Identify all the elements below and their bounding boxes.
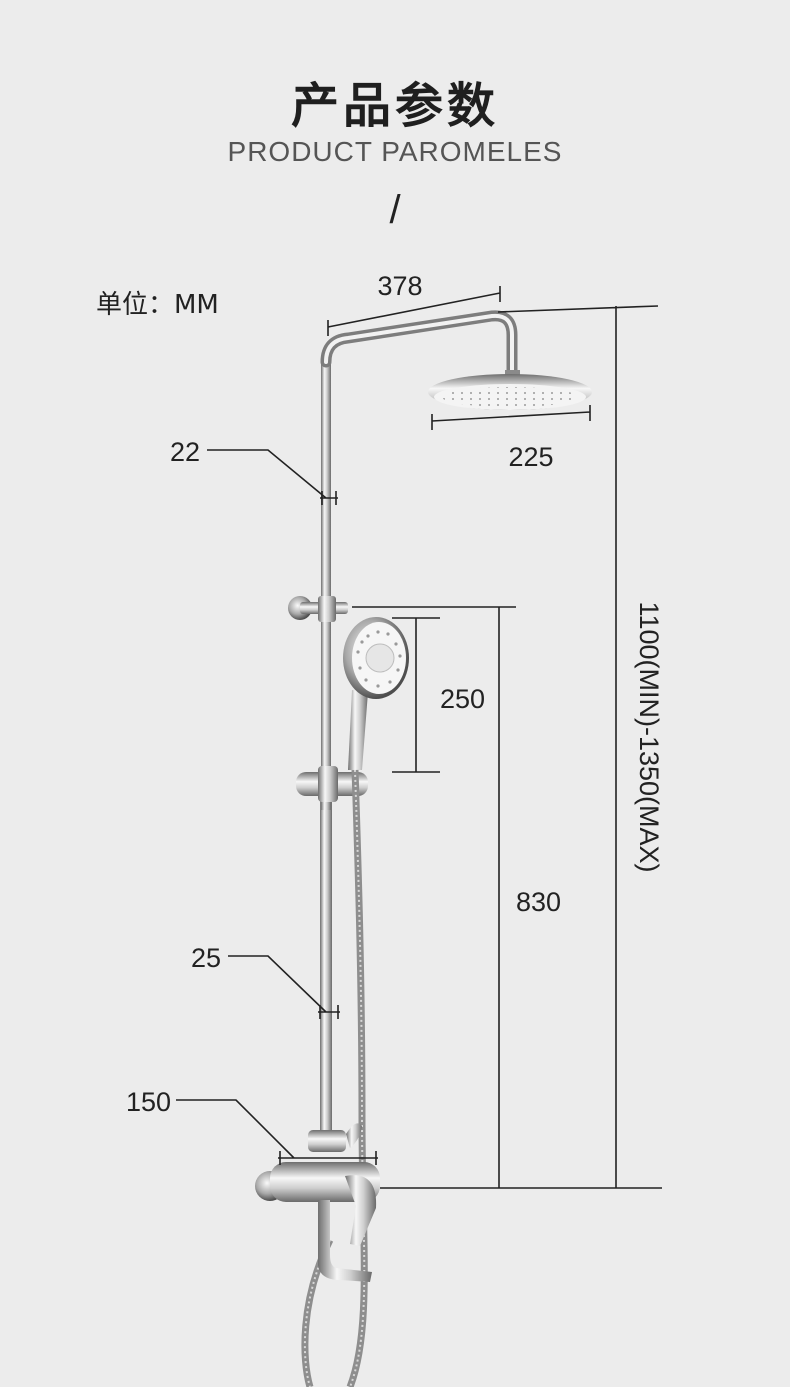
dim-label-overall-height: 1100(MIN)-1350(MAX) <box>634 601 664 872</box>
shower-riser-pipe <box>320 310 518 1140</box>
dim-label-slide-height: 830 <box>516 887 561 917</box>
hand-shower <box>343 617 409 770</box>
unit-label: 单位：MM <box>96 290 219 320</box>
mixer-valve <box>255 1123 380 1282</box>
title-divider: / <box>389 188 401 232</box>
shower-hose <box>301 769 368 1387</box>
page-title: 产品参数 <box>290 78 499 134</box>
wall-bracket-upper <box>288 596 348 622</box>
dim-label-head: 225 <box>508 442 553 472</box>
dim-label-lower-pipe: 25 <box>191 943 221 973</box>
dim-label-arm: 378 <box>377 271 422 301</box>
rain-shower-head <box>428 370 592 410</box>
dim-label-upper-pipe: 22 <box>170 437 200 467</box>
dim-label-handheld: 250 <box>440 684 485 714</box>
page-subtitle: PRODUCT PAROMELES <box>227 136 563 167</box>
dim-label-valve: 150 <box>126 1087 171 1117</box>
sliding-holder <box>296 766 368 802</box>
dimension-lines <box>176 286 662 1189</box>
